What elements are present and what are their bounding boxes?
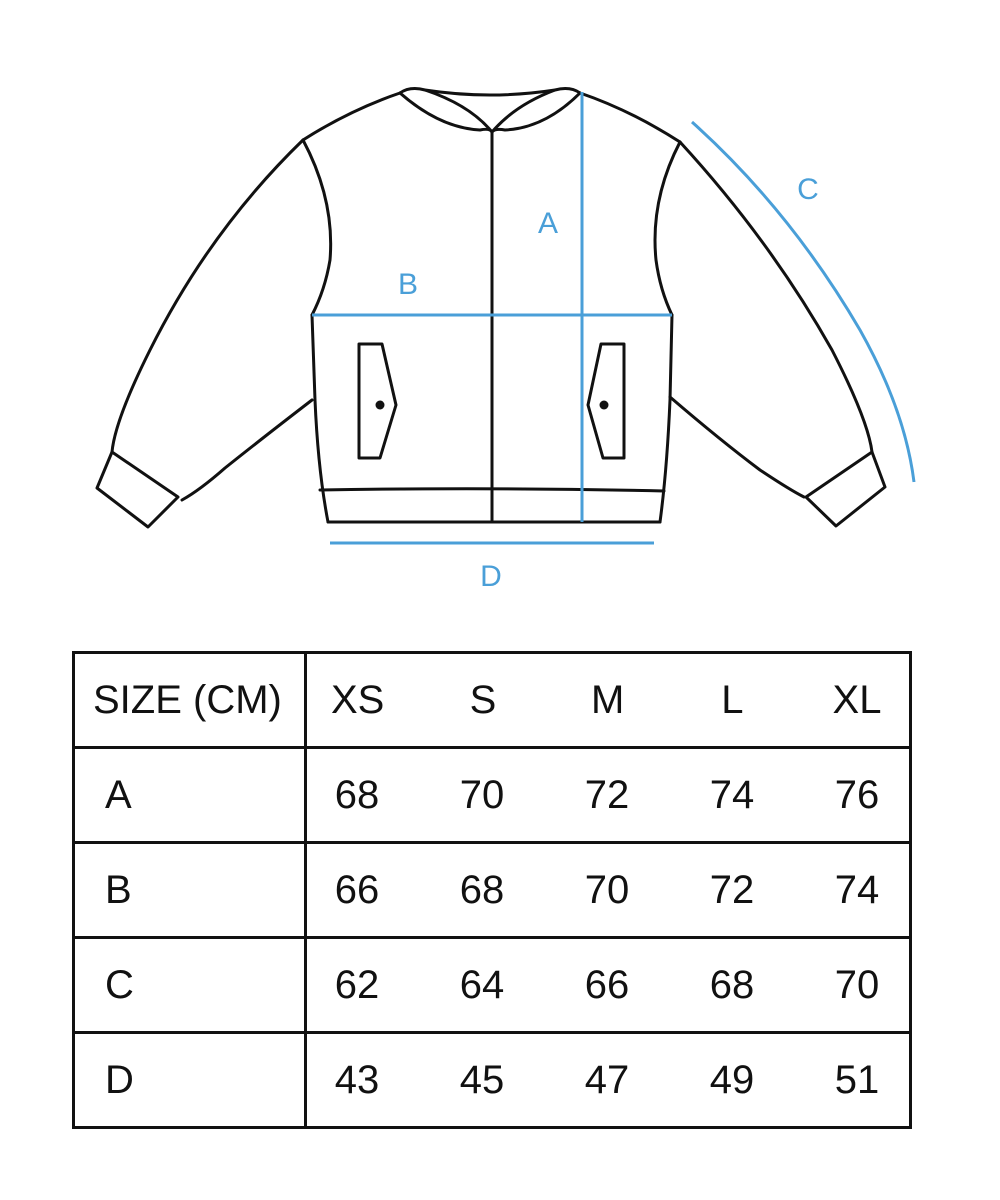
- cell-value: 70: [584, 867, 630, 912]
- row-values: 66 68 70 72 74: [304, 841, 912, 939]
- size-s: S: [469, 677, 497, 722]
- row-values: 68 70 72 74 76: [304, 746, 912, 844]
- cell-value: 66: [584, 962, 630, 1007]
- cell-value: 74: [834, 867, 880, 912]
- jacket-outline-icon: [95, 87, 916, 545]
- size-columns: XS S M L XL: [304, 651, 912, 749]
- cell-value: 49: [709, 1057, 755, 1102]
- cell-value: 68: [459, 867, 505, 912]
- row-label: D: [72, 1031, 307, 1129]
- cell-value: 62: [334, 962, 380, 1007]
- size-chart-table: SIZE (CM) XS S M L XL A 68 70 72 74 76 B…: [72, 651, 912, 1129]
- cell-value: 43: [334, 1057, 380, 1102]
- cell-value: 51: [834, 1057, 880, 1102]
- measure-label-d: D: [480, 560, 502, 593]
- measure-label-c: C: [797, 173, 819, 206]
- size-l: L: [721, 677, 744, 722]
- table-row: B 66 68 70 72 74: [72, 841, 912, 939]
- cell-value: 64: [459, 962, 505, 1007]
- cell-value: 72: [709, 867, 755, 912]
- row-label: C: [72, 936, 307, 1034]
- cell-value: 70: [459, 772, 505, 817]
- table-header-row: SIZE (CM) XS S M L XL: [72, 651, 912, 749]
- size-m: M: [591, 677, 625, 722]
- cell-value: 68: [709, 962, 755, 1007]
- table-row: D 43 45 47 49 51: [72, 1031, 912, 1129]
- jacket-diagram: A B C D: [95, 87, 916, 593]
- cell-value: 74: [709, 772, 755, 817]
- row-label: B: [72, 841, 307, 939]
- size-xl: XL: [832, 677, 882, 722]
- measure-label-a: A: [537, 207, 559, 240]
- cell-value: 72: [584, 772, 630, 817]
- cell-value: 45: [459, 1057, 505, 1102]
- size-xs: XS: [331, 677, 385, 722]
- measure-label-b: B: [397, 268, 419, 301]
- size-header-label: SIZE (CM): [72, 651, 307, 749]
- cell-value: 76: [834, 772, 880, 817]
- cell-value: 47: [584, 1057, 630, 1102]
- row-values: 62 64 66 68 70: [304, 936, 912, 1034]
- cell-value: 68: [334, 772, 380, 817]
- table-row: A 68 70 72 74 76: [72, 746, 912, 844]
- row-values: 43 45 47 49 51: [304, 1031, 912, 1129]
- cell-value: 66: [334, 867, 380, 912]
- cell-value: 70: [834, 962, 880, 1007]
- row-label: A: [72, 746, 307, 844]
- table-row: C 62 64 66 68 70: [72, 936, 912, 1034]
